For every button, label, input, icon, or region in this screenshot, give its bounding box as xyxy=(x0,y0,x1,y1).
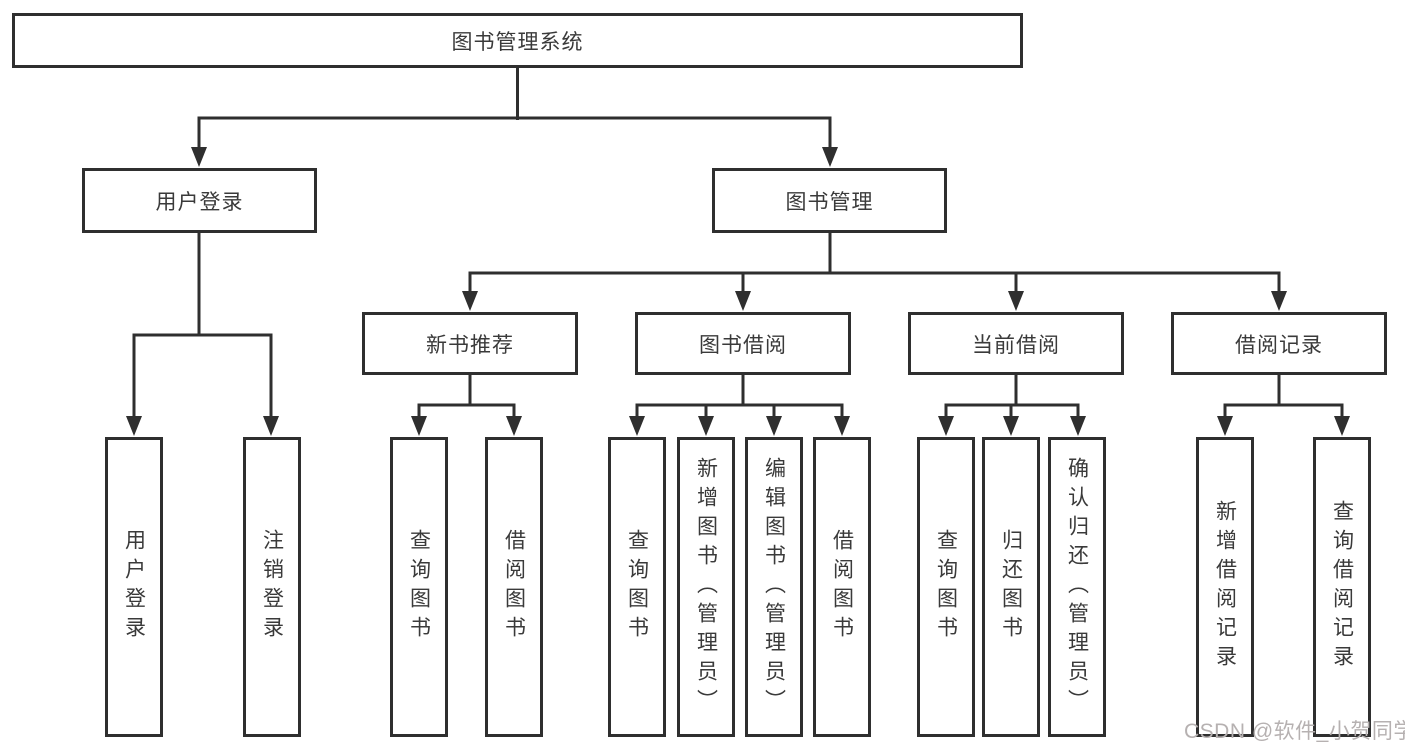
leaf-query-borrow-record: 查询借阅记录 xyxy=(1313,437,1371,737)
leaf-add-books-admin-label: 新增图书（管理员） xyxy=(694,456,718,718)
node-borrowing-records-label: 借阅记录 xyxy=(1235,333,1323,357)
leaf-add-books-admin: 新增图书（管理员） xyxy=(677,437,735,737)
leaf-return-books: 归还图书 xyxy=(982,437,1040,737)
leaf-query-borrow-record-label: 查询借阅记录 xyxy=(1330,500,1354,674)
node-current-borrowing-label: 当前借阅 xyxy=(972,333,1060,357)
leaf-query-books-current-label: 查询图书 xyxy=(934,529,958,645)
leaf-user-login: 用户登录 xyxy=(105,437,163,737)
leaf-edit-books-admin-label: 编辑图书（管理员） xyxy=(762,456,786,718)
leaf-logout-label: 注销登录 xyxy=(260,529,284,645)
leaf-borrow-books-recommend-label: 借阅图书 xyxy=(502,529,526,645)
arrowhead-icons xyxy=(126,147,1350,436)
node-new-book-recommend: 新书推荐 xyxy=(362,312,578,375)
node-user-login-label: 用户登录 xyxy=(155,190,244,214)
tree-edges xyxy=(132,68,1344,420)
leaf-borrow-books-recommend: 借阅图书 xyxy=(485,437,543,737)
leaf-query-books-recommend: 查询图书 xyxy=(390,437,448,737)
leaf-logout: 注销登录 xyxy=(243,437,301,737)
leaf-edit-books-admin: 编辑图书（管理员） xyxy=(745,437,803,737)
leaf-add-borrow-record: 新增借阅记录 xyxy=(1196,437,1254,737)
leaf-borrow-books: 借阅图书 xyxy=(813,437,871,737)
leaf-query-books-recommend-label: 查询图书 xyxy=(407,529,431,645)
csdn-watermark: CSDN @软件_小贺同学 xyxy=(1184,720,1405,743)
node-book-borrowing-label: 图书借阅 xyxy=(699,333,787,357)
node-user-login: 用户登录 xyxy=(82,168,317,233)
node-root-label: 图书管理系统 xyxy=(451,30,584,54)
leaf-borrow-books-label: 借阅图书 xyxy=(830,529,854,645)
leaf-return-books-label: 归还图书 xyxy=(999,529,1023,645)
node-current-borrowing: 当前借阅 xyxy=(908,312,1124,375)
node-borrowing-records: 借阅记录 xyxy=(1171,312,1387,375)
node-new-book-recommend-label: 新书推荐 xyxy=(426,333,514,357)
leaf-query-books-current: 查询图书 xyxy=(917,437,975,737)
leaf-query-books-borrowing-label: 查询图书 xyxy=(625,529,649,645)
node-book-borrowing: 图书借阅 xyxy=(635,312,851,375)
leaf-confirm-return-admin-label: 确认归还（管理员） xyxy=(1065,456,1089,718)
leaf-query-books-borrowing: 查询图书 xyxy=(608,437,666,737)
node-book-management: 图书管理 xyxy=(712,168,947,233)
node-root-system: 图书管理系统 xyxy=(12,13,1023,68)
leaf-confirm-return-admin: 确认归还（管理员） xyxy=(1048,437,1106,737)
leaf-user-login-label: 用户登录 xyxy=(122,529,146,645)
leaf-add-borrow-record-label: 新增借阅记录 xyxy=(1213,500,1237,674)
node-book-management-label: 图书管理 xyxy=(785,190,874,214)
